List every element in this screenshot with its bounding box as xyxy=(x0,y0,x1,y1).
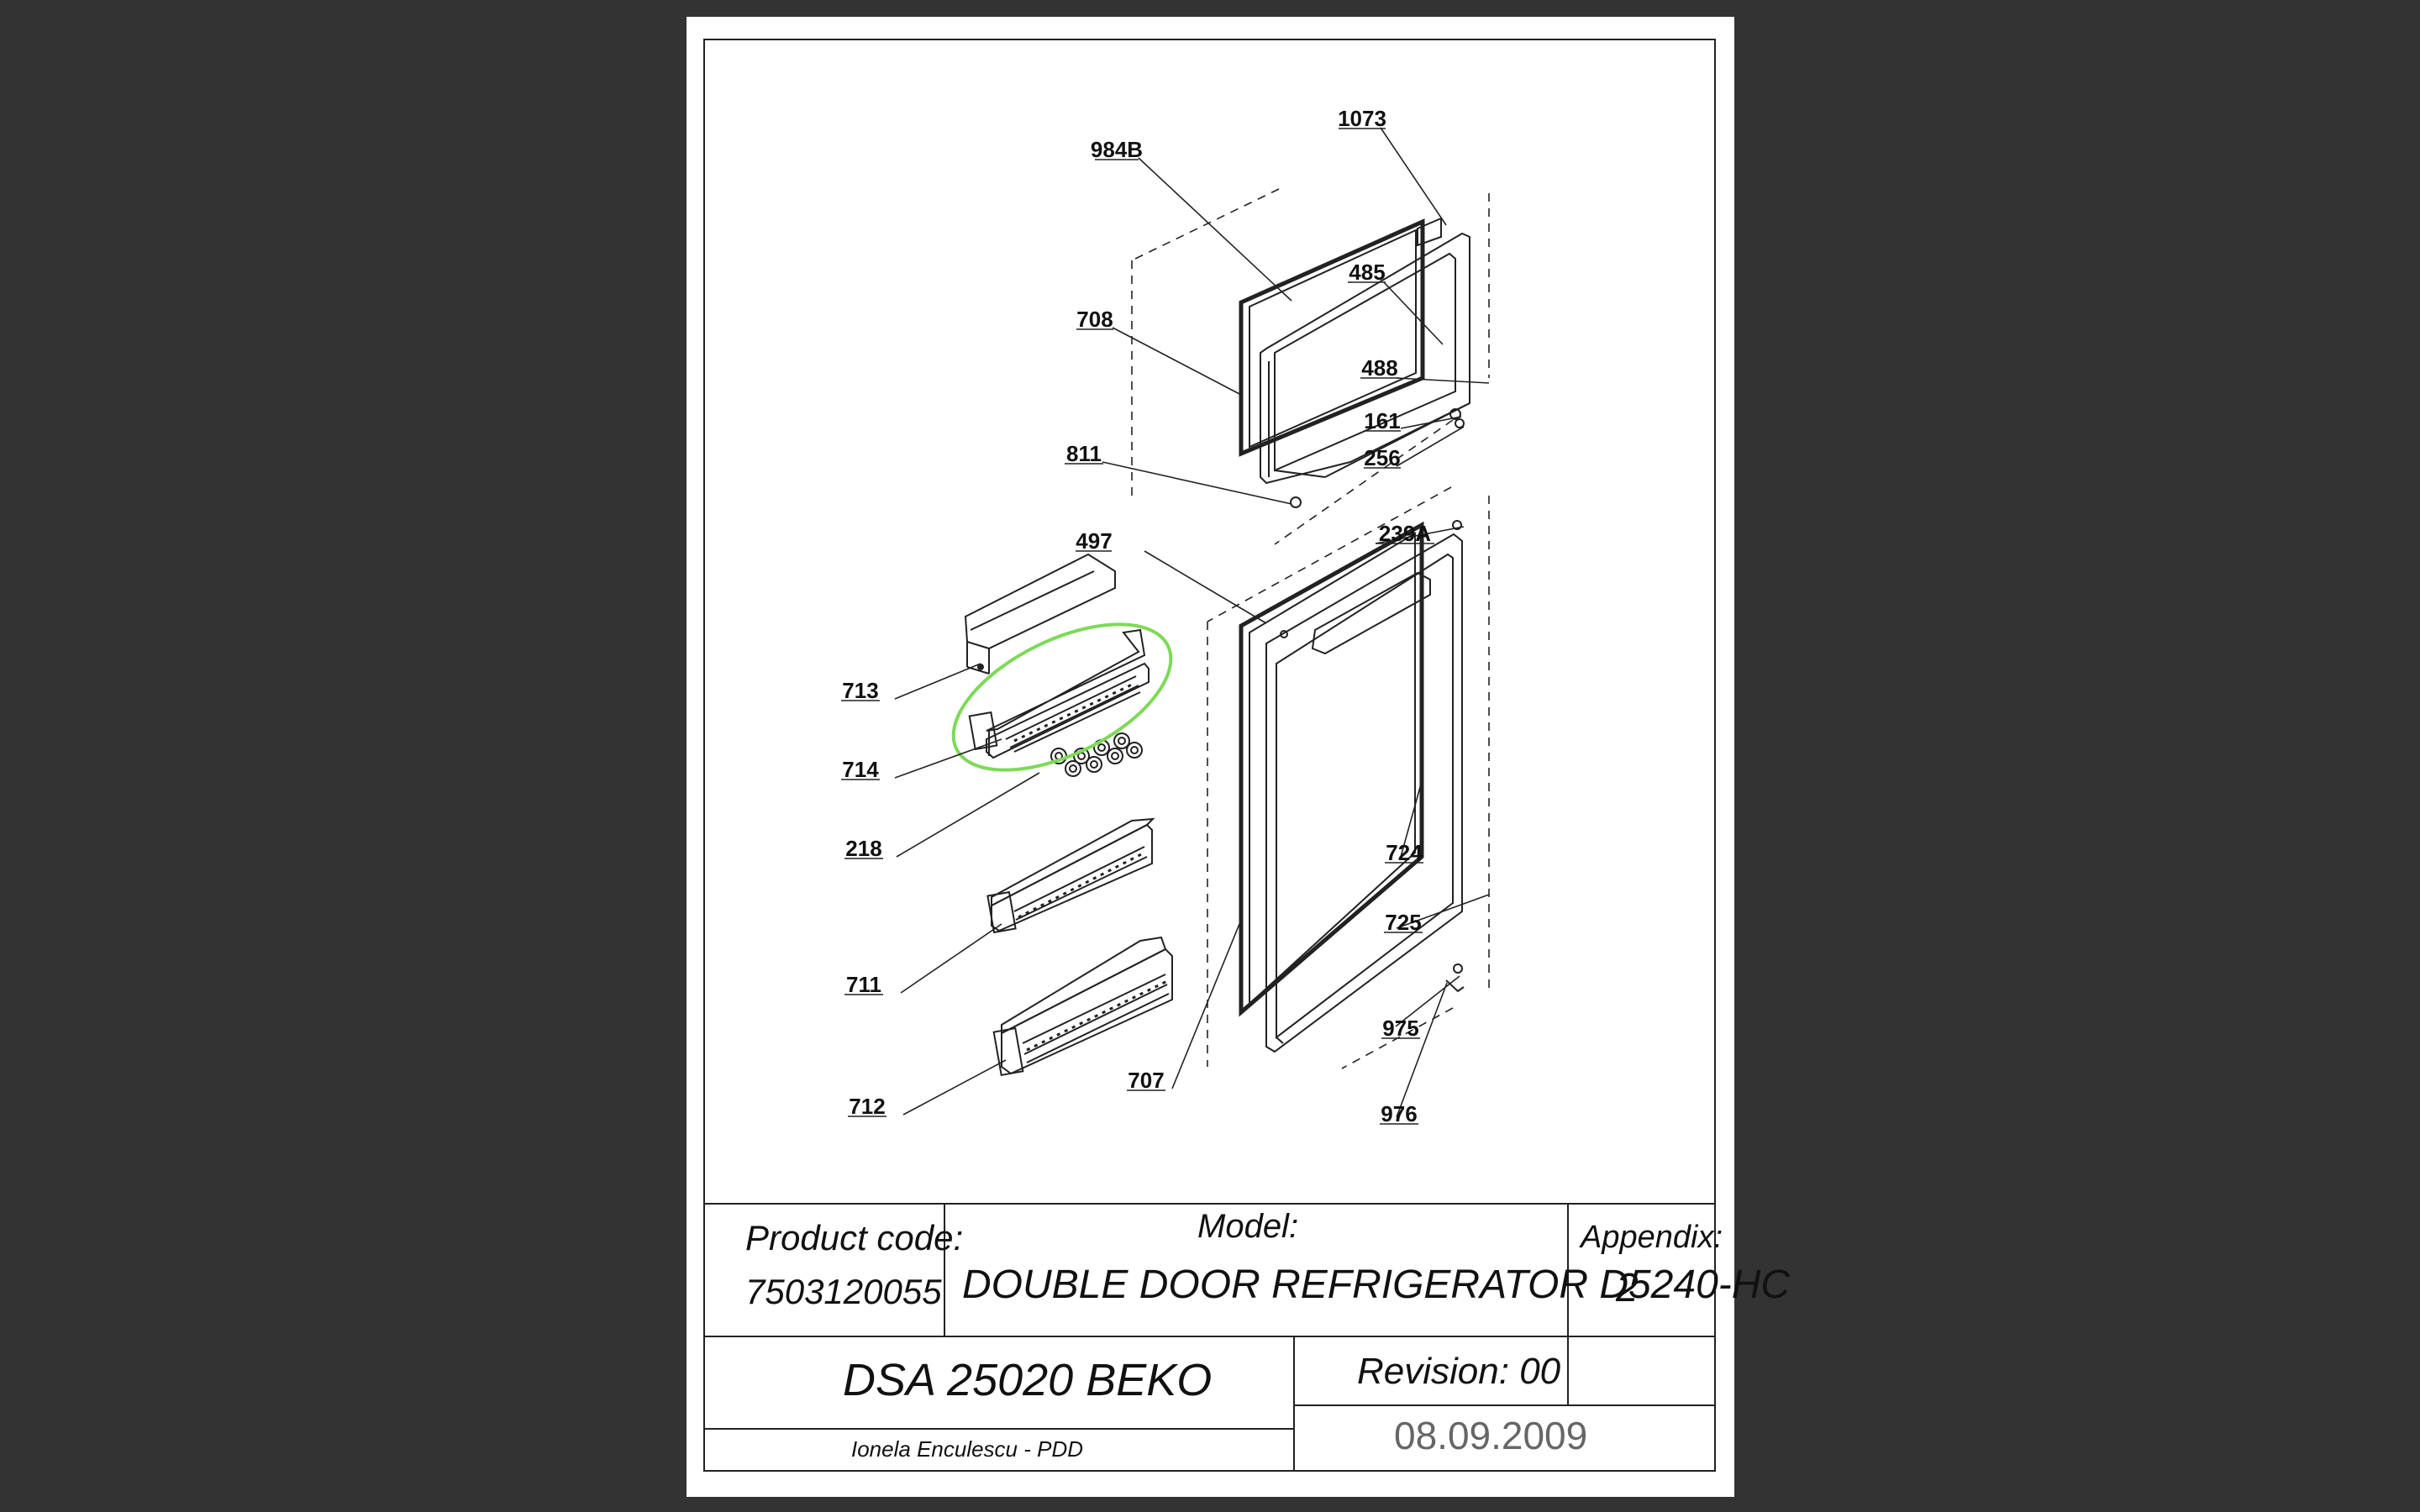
part-label-713: 713 xyxy=(842,678,878,703)
assembly-axes xyxy=(1131,188,1490,1069)
door-shelf-middle xyxy=(986,817,1155,934)
part-label-725: 725 xyxy=(1385,910,1421,935)
model-label: Model: xyxy=(1197,1208,1299,1245)
label-underlines xyxy=(841,128,1434,1125)
part-label-239A: 239A xyxy=(1379,521,1431,546)
part-label-707: 707 xyxy=(1128,1068,1164,1093)
part-label-976: 976 xyxy=(1381,1101,1417,1126)
model-name: DOUBLE DOOR REFRIGERATOR D5240-HC xyxy=(962,1263,1791,1307)
part-label-497: 497 xyxy=(1076,528,1112,554)
part-label-218: 218 xyxy=(845,836,881,861)
leader-lines xyxy=(894,127,1490,1118)
part-label-1073: 1073 xyxy=(1338,106,1386,131)
exploded-view-diagram: 984B 1073 485 708 488 161 256 811 497 23… xyxy=(841,106,1490,1126)
appendix-label: Appendix: xyxy=(1581,1220,1723,1255)
freezer-door xyxy=(1239,217,1470,508)
part-label-161: 161 xyxy=(1364,408,1400,433)
product-code-value: 7503120055 xyxy=(745,1272,942,1311)
shelf-slots xyxy=(1013,683,1168,1052)
fridge-door xyxy=(1239,520,1465,1053)
part-label-708: 708 xyxy=(1076,307,1113,332)
part-label-712: 712 xyxy=(849,1094,885,1119)
drawing-frame xyxy=(703,39,1716,1472)
part-label-714: 714 xyxy=(842,757,879,782)
door-handle xyxy=(964,553,1116,675)
customer-name: DSA 25020 BEKO xyxy=(843,1355,1213,1405)
drawing-sheet: 984B 1073 485 708 488 161 256 811 497 23… xyxy=(687,17,1790,1497)
door-shelf-bottom xyxy=(992,936,1173,1077)
revision-date: 08.09.2009 xyxy=(1394,1414,1588,1457)
part-label-711: 711 xyxy=(846,972,881,997)
egg-tray xyxy=(1050,732,1143,777)
highlight-ellipse xyxy=(951,622,1173,772)
author: Ionela Enculescu - PDD xyxy=(851,1436,1084,1462)
part-label-488: 488 xyxy=(1361,355,1397,381)
door-shelf-small xyxy=(968,628,1150,759)
part-label-984B: 984B xyxy=(1091,137,1143,162)
appendix-value: 2 xyxy=(1616,1266,1639,1310)
part-label-975: 975 xyxy=(1382,1016,1418,1041)
part-label-724: 724 xyxy=(1386,840,1423,865)
part-label-811: 811 xyxy=(1066,441,1102,466)
product-code-label: Product code: xyxy=(745,1218,964,1257)
part-label-485: 485 xyxy=(1349,260,1385,285)
part-label-256: 256 xyxy=(1364,445,1400,470)
revision: Revision: 00 xyxy=(1357,1351,1561,1392)
